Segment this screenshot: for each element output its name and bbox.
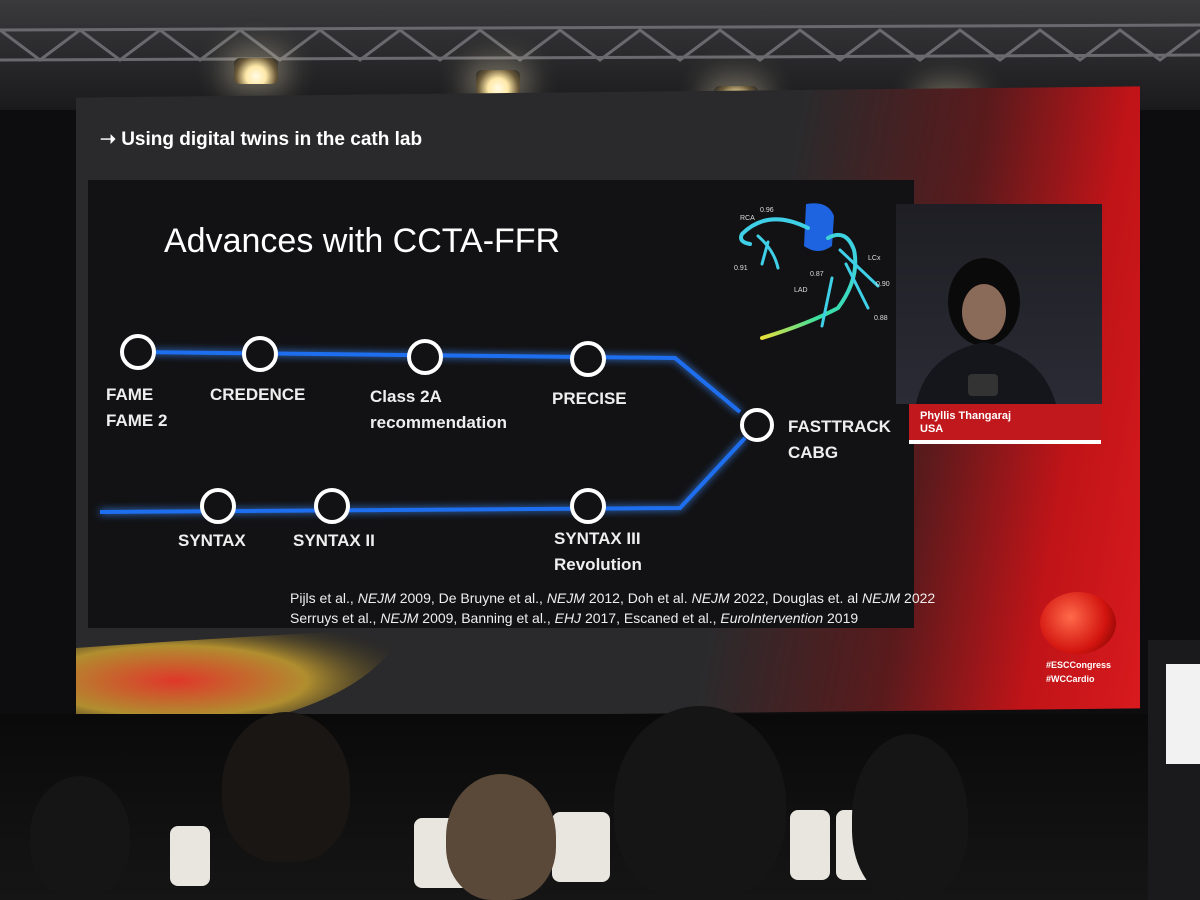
reference-text: 2022	[900, 590, 936, 606]
reference-text: 2009, De Bruyne et al.,	[395, 590, 547, 606]
coronary-label: LAD	[794, 287, 808, 294]
coronary-label: LCx	[868, 255, 881, 262]
timeline-label-syntax-ii: SYNTAX II	[293, 531, 375, 550]
reference-line: Pijls et al., NEJM 2009, De Bruyne et al…	[290, 588, 935, 608]
esc-globe-logo	[1040, 592, 1116, 654]
timeline-label-class2a: Class 2A recommendation	[370, 387, 507, 432]
reference-journal: NEJM	[691, 590, 730, 606]
coronary-label: RCA	[740, 215, 755, 222]
coronary-artery-model: RCA 0.96 0.91 0.87 LAD LCx 0.90 0.88	[734, 203, 890, 340]
reference-journal: NEJM	[546, 590, 585, 606]
audience-head	[614, 706, 786, 900]
coronary-label: 0.96	[760, 207, 774, 214]
timeline-label-credence: CREDENCE	[210, 385, 306, 404]
coronary-label: 0.88	[874, 315, 888, 322]
reference-text: 2012, Doh et al.	[584, 590, 692, 606]
reference-text: 2022, Douglas et. al	[729, 590, 863, 606]
reference-journal: NEJM	[357, 590, 396, 606]
timeline-label-fame: FAME FAME 2	[106, 385, 168, 430]
stage-light	[476, 70, 520, 96]
speaker-lower-third	[909, 404, 1101, 444]
reference-journal: EuroIntervention	[720, 610, 824, 626]
hashtag: #WCCardio	[1046, 674, 1095, 684]
audience-head	[446, 774, 556, 900]
timeline-node-syntax-iii	[570, 488, 606, 524]
speaker-country: USA	[920, 423, 944, 435]
stage-chair	[790, 810, 830, 880]
timeline-node-syntax	[200, 488, 236, 524]
timeline-label-precise: PRECISE	[552, 389, 627, 408]
podium-sign	[1166, 664, 1200, 764]
hashtag: #ESCCongress	[1046, 660, 1112, 670]
timeline-label-syntax: SYNTAX	[178, 531, 246, 550]
audience-head	[222, 712, 350, 862]
coronary-label: 0.91	[734, 265, 748, 272]
reference-text: 2019	[823, 610, 859, 626]
coronary-label: 0.87	[810, 271, 824, 278]
reference-journal: EHJ	[554, 610, 582, 626]
timeline-node-syntax-ii	[314, 488, 350, 524]
speaker-name: Phyllis Thangaraj	[920, 410, 1012, 422]
slide-header: ➝ Using digital twins in the cath lab	[100, 129, 423, 150]
timeline-node-precise	[570, 341, 606, 377]
reference-text: 2017, Escaned et al.,	[581, 610, 721, 626]
arrow-right-icon: ➝	[100, 129, 116, 150]
audience-head	[30, 776, 130, 896]
timeline-node-credence	[242, 336, 278, 372]
audience-head	[852, 734, 968, 900]
particle-decoration	[76, 628, 406, 716]
timeline-node-fasttrack	[740, 408, 774, 442]
slide-title: Advances with CCTA-FFR	[164, 222, 561, 260]
timeline-node-fame	[120, 334, 156, 370]
slide-panel	[88, 180, 914, 628]
stage-light	[234, 58, 278, 84]
reference-text: Pijls et al.,	[290, 590, 358, 606]
reference-text: 2009, Banning et al.,	[418, 610, 555, 626]
reference-line: Serruys et al., NEJM 2009, Banning et al…	[290, 608, 935, 628]
speaker-silhouette	[916, 258, 1056, 404]
reference-text: Serruys et al.,	[290, 610, 381, 626]
timeline-label-fasttrack: FASTTRACK CABG	[788, 417, 891, 462]
coronary-label: 0.90	[876, 281, 890, 288]
reference-journal: NEJM	[862, 590, 901, 606]
ceiling-truss	[0, 23, 1200, 62]
references: Pijls et al., NEJM 2009, De Bruyne et al…	[290, 588, 935, 628]
speaker-video	[896, 204, 1102, 404]
stage-chair	[170, 826, 210, 886]
reference-journal: NEJM	[380, 610, 419, 626]
timeline-label-syntax-iii: SYNTAX III Revolution	[554, 529, 642, 574]
stage-chair	[552, 812, 610, 882]
timeline-node-class2a	[407, 339, 443, 375]
